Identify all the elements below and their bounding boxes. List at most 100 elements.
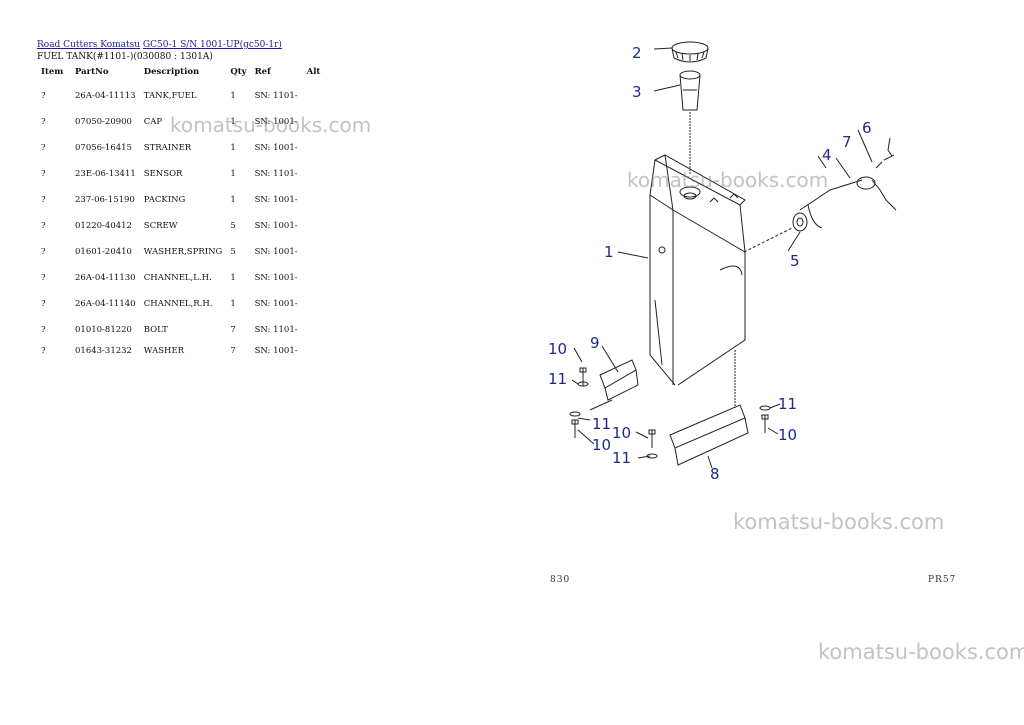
cell-description: WASHER,SPRING xyxy=(143,247,223,257)
cell-qty: 1 xyxy=(230,91,236,101)
cell-qty: 1 xyxy=(230,195,236,205)
table-row: ? 01220-40412 SCREW 5 SN: 1001- xyxy=(37,213,331,239)
packing-part xyxy=(792,212,808,232)
callout-11: 11 xyxy=(592,415,611,433)
breadcrumb: Road Cutters Komatsu GC50-1 S/N 1001-UP(… xyxy=(37,40,282,50)
callout-11: 11 xyxy=(548,370,567,388)
table-row: ? 26A-04-11130 CHANNEL,L.H. 1 SN: 1001- xyxy=(37,265,331,291)
cell-item: ? xyxy=(41,325,46,335)
callout-7: 7 xyxy=(842,133,852,151)
table-row: ? 07056-16415 STRAINER 1 SN: 1001- xyxy=(37,135,331,161)
header-item: Item xyxy=(41,67,64,77)
table-row: ? 23E-06-13411 SENSOR 1 SN: 1101- xyxy=(37,161,331,187)
page-title: FUEL TANK(#1101-)(030080 : 1301A) xyxy=(37,52,213,62)
cell-alt xyxy=(303,83,331,109)
cell-description: SENSOR xyxy=(143,169,183,179)
cell-item: ? xyxy=(41,143,46,153)
cell-partno: 01220-40412 xyxy=(75,221,132,231)
cell-ref: SN: 1101- xyxy=(254,91,298,101)
cell-ref: SN: 1001- xyxy=(254,273,298,283)
channel-rh-part xyxy=(669,350,749,466)
cell-ref: SN: 1101- xyxy=(254,169,298,179)
cell-description: STRAINER xyxy=(143,143,192,153)
cell-partno: 01010-81220 xyxy=(75,325,132,335)
cell-item: ? xyxy=(41,91,46,101)
callout-8: 8 xyxy=(710,465,720,483)
table-row: ? 07050-20900 CAP 1 SN: 1001- xyxy=(37,109,331,135)
channel-lh-part xyxy=(589,359,639,411)
cell-item: ? xyxy=(41,169,46,179)
callout-4: 4 xyxy=(822,146,832,164)
sensor-part xyxy=(799,137,897,229)
cell-description: PACKING xyxy=(143,195,186,205)
cell-item: ? xyxy=(41,221,46,231)
cell-ref: SN: 1001- xyxy=(254,195,298,205)
cell-qty: 1 xyxy=(230,273,236,283)
cell-qty: 5 xyxy=(230,247,236,257)
cell-ref: SN: 1001- xyxy=(254,221,298,231)
cell-alt xyxy=(303,317,331,343)
diagram-callouts: 2 3 1 4 7 6 5 9 10 11 11 10 10 11 11 10 … xyxy=(548,44,872,483)
cell-partno: 26A-04-11113 xyxy=(75,91,136,101)
cell-partno: 07056-16415 xyxy=(75,143,132,153)
cell-qty: 1 xyxy=(230,299,236,309)
callout-10: 10 xyxy=(548,340,567,358)
cell-alt xyxy=(303,213,331,239)
cell-ref: SN: 1101- xyxy=(254,325,298,335)
cell-qty: 1 xyxy=(230,117,236,127)
watermark-text: komatsu-books.com xyxy=(170,113,372,137)
table-row: ? 01010-81220 BOLT 7 SN: 1101- xyxy=(37,317,331,343)
cell-ref: SN: 1001- xyxy=(254,143,298,153)
cell-qty: 1 xyxy=(230,169,236,179)
cell-description: CAP xyxy=(143,117,163,127)
callout-6: 6 xyxy=(862,119,872,137)
callout-9: 9 xyxy=(590,334,600,352)
header-description: Description xyxy=(143,67,200,77)
table-header-row: Item PartNo Description Qty Ref Alt xyxy=(37,64,331,83)
cell-partno: 01601-20410 xyxy=(75,247,132,257)
cell-description: CHANNEL,R.H. xyxy=(143,299,213,309)
cell-description: TANK,FUEL xyxy=(143,91,197,101)
cell-qty: 1 xyxy=(230,143,236,153)
callout-11: 11 xyxy=(612,449,631,467)
page-code-left: 830 xyxy=(550,575,571,585)
cell-item: ? xyxy=(41,117,46,127)
cap-part xyxy=(671,41,709,55)
cell-description: SCREW xyxy=(143,221,178,231)
cell-alt xyxy=(303,135,331,161)
cell-item: ? xyxy=(41,247,46,257)
breadcrumb-link-model[interactable]: GC50-1 S/N 1001-UP(gc50-1r) xyxy=(142,40,282,50)
callout-5: 5 xyxy=(790,252,800,270)
cell-description: WASHER xyxy=(143,346,185,356)
cell-qty: 7 xyxy=(230,325,236,335)
table-row: ? 26A-04-11140 CHANNEL,R.H. 1 SN: 1001- xyxy=(37,291,331,317)
bolt-parts xyxy=(571,367,769,448)
watermark-text: komatsu-books.com xyxy=(627,168,829,192)
header-ref: Ref xyxy=(254,67,271,77)
cell-alt xyxy=(303,161,331,187)
cell-partno: 01643-31232 xyxy=(75,346,132,356)
cell-qty: 7 xyxy=(230,346,236,356)
cell-alt xyxy=(303,291,331,317)
cell-item: ? xyxy=(41,346,46,356)
callout-1: 1 xyxy=(604,243,614,261)
callout-11: 11 xyxy=(778,395,797,413)
cell-alt xyxy=(303,239,331,265)
cell-partno: 23E-06-13411 xyxy=(75,169,136,179)
table-row: ? 237-06-15190 PACKING 1 SN: 1001- xyxy=(37,187,331,213)
fuel-tank-exploded-diagram: 2 3 1 4 7 6 5 9 10 11 11 10 10 11 11 10 … xyxy=(548,41,897,483)
cell-partno: 26A-04-11140 xyxy=(75,299,136,309)
callout-10: 10 xyxy=(612,424,631,442)
watermark-text: komatsu-books.com xyxy=(733,510,945,534)
fuel-tank-part xyxy=(649,154,746,386)
cell-qty: 5 xyxy=(230,221,236,231)
header-alt: Alt xyxy=(306,67,321,77)
breadcrumb-link-brand[interactable]: Road Cutters Komatsu xyxy=(37,40,141,50)
watermark-text: komatsu-books.com xyxy=(818,640,1024,664)
parts-table: Item PartNo Description Qty Ref Alt ? 26… xyxy=(37,64,331,359)
callout-3: 3 xyxy=(632,83,642,101)
header-partno: PartNo xyxy=(75,67,109,77)
cell-ref: SN: 1001- xyxy=(254,299,298,309)
cell-alt xyxy=(303,343,331,359)
table-row: ? 26A-04-11113 TANK,FUEL 1 SN: 1101- xyxy=(37,83,331,109)
